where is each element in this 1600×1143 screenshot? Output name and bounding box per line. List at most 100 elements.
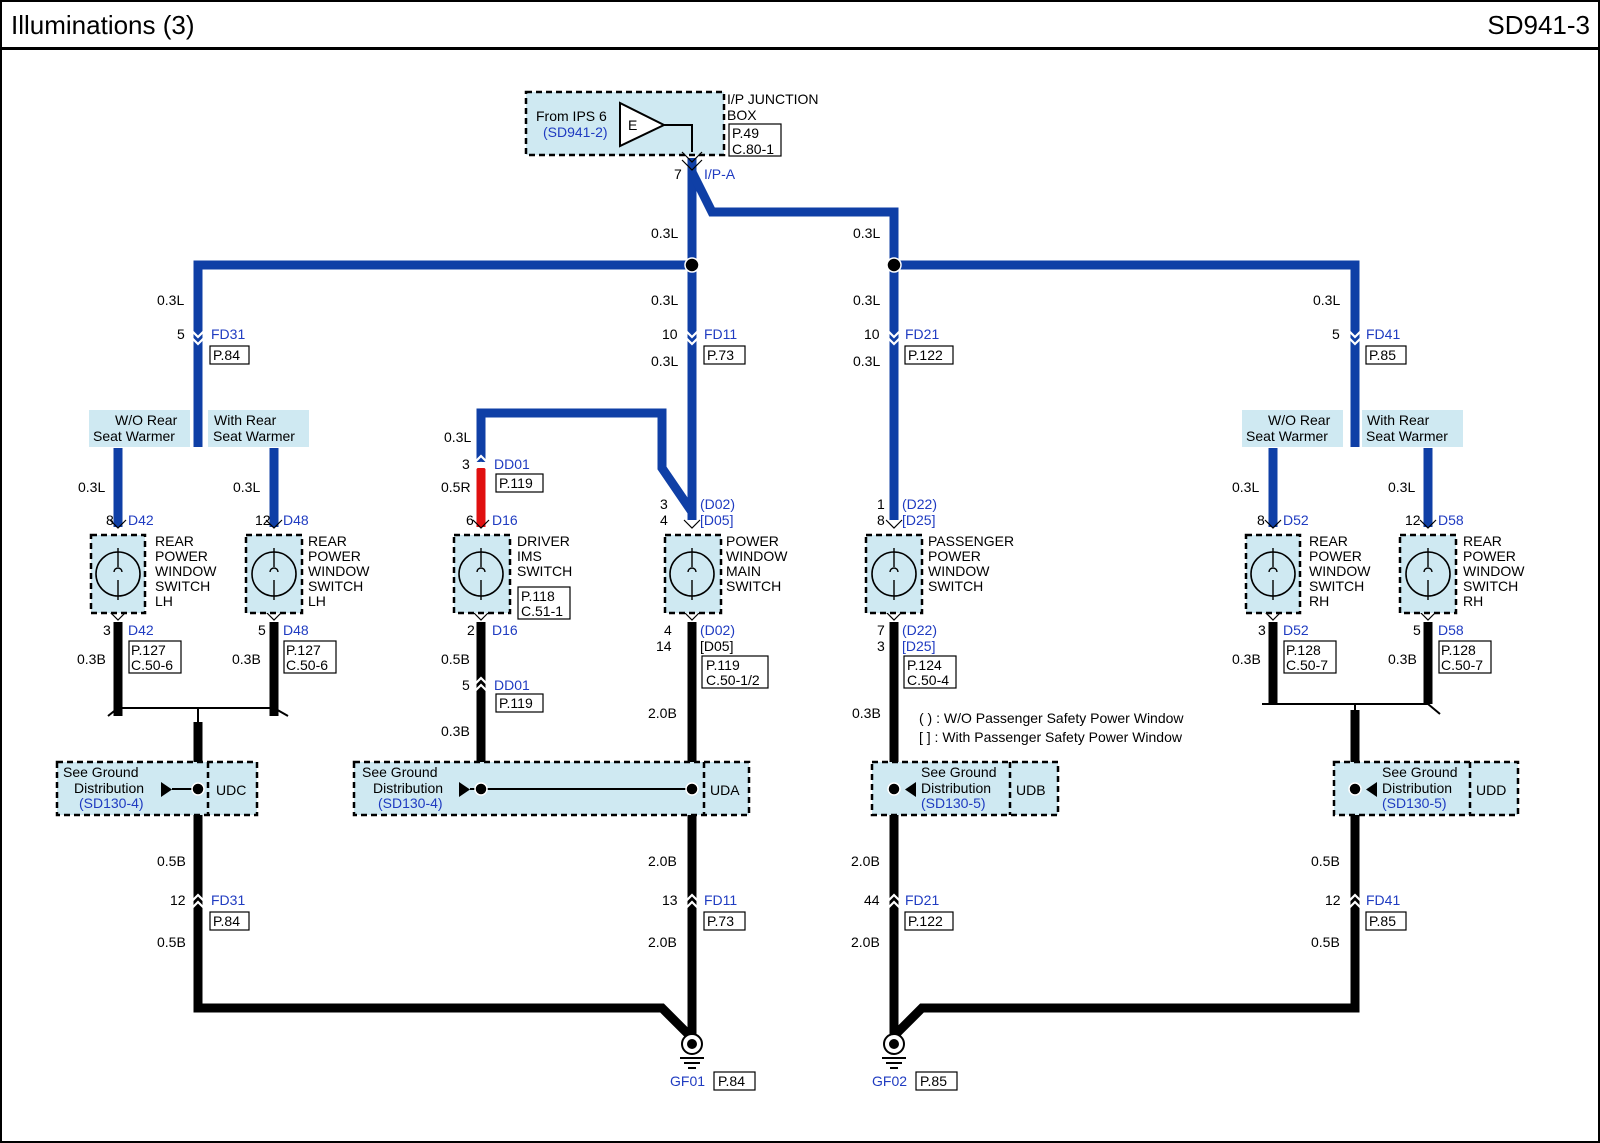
component-frame [1244,533,1302,615]
connector-fd21-bottom: 44 FD21 P.122 [864,892,954,931]
pin-number: 8 [877,512,885,528]
connector-fd21-top: 10 FD21 P.122 [864,326,954,365]
wire-label: 0.3B [232,651,261,667]
driver-ims-switch: 6 D16 DRIVER IMS SWITCH P.118 C.51-1 2 D… [452,512,572,638]
splice-dot [1348,782,1362,796]
wire-label: 2.0B [851,853,880,869]
chevron-down-icon [189,328,207,339]
connector-name: FD41 [1366,326,1400,342]
connector-fd11-bottom: 13 FD11 P.73 [662,892,746,931]
component-name: RH [1309,593,1329,609]
pin-number: 44 [864,892,880,908]
chevron-down-icon [885,611,903,621]
ref-box [903,655,957,689]
chevron-up-icon [472,461,490,472]
component-name: SWITCH [1463,578,1518,594]
component-name: DRIVER [517,533,570,549]
chevron-down-icon [1346,335,1364,346]
conn-ref: C.50-6 [286,657,328,673]
ground-gf01: GF01 P.84 [670,1033,756,1091]
wire-label: 0.3L [651,225,678,241]
option-box [1362,410,1463,447]
wire-label: 0.5B [441,651,470,667]
pin-number: 7 [877,622,885,638]
wire-label: 0.3L [157,292,184,308]
wire-label: 0.3L [853,353,880,369]
component-name: REAR [1463,533,1502,549]
component-name: WINDOW [308,563,370,579]
wire-label: 0.5B [157,934,186,950]
ground-code: UDA [710,782,740,798]
wire-label: 0.3L [651,292,678,308]
conn-ref: C.50-6 [131,657,173,673]
chevron-down-icon [683,328,701,339]
component-name: LH [308,593,326,609]
connector-name: FD11 [704,326,737,342]
page-ref: P.122 [908,347,943,363]
chevron-down-icon [265,611,283,621]
component-name: RH [1463,593,1483,609]
wire-right-branch [894,260,1360,447]
component-frame [1398,533,1458,615]
wire-left-branch [193,260,692,447]
ref-box [904,911,954,931]
connector-name: (D22) [902,622,937,638]
connector-name: FD31 [211,326,245,342]
component-name: WINDOW [1309,563,1371,579]
pin-number: 13 [662,892,678,908]
pin-number: 1 [877,496,885,512]
option-seat-warmer: Seat Warmer [1366,428,1448,444]
component-frame [89,533,147,615]
connector-name: [D05] [700,638,733,654]
page-ref: P.85 [920,1073,947,1089]
connector-name: FD31 [211,892,245,908]
connector-name: (D02) [700,622,735,638]
chevron-down-icon [189,335,207,346]
connector-dd01-bottom: 5 DD01 P.119 [462,677,544,713]
component-name: REAR [308,533,347,549]
ground-distribution-udd: See Ground Distribution (SD130-5) UDD [1332,760,1520,817]
ref-box [209,345,250,365]
component-name: REAR [1309,533,1348,549]
ip-internal-line [664,124,693,152]
diagram-code: SD941-3 [1487,10,1590,40]
component-name: SWITCH [1309,578,1364,594]
option-box [89,410,190,447]
pin-number: 12 [170,892,186,908]
note-paren: ( ) : W/O Passenger Safety Power Window [919,710,1184,726]
chevron-down-icon [683,611,701,621]
pin-number: 10 [864,326,880,342]
ground-ref: (SD130-5) [1382,795,1447,811]
component-name: IMS [517,548,542,564]
wire-right-trunk [687,169,899,520]
filament-icon [269,548,279,600]
page-ref: P.85 [1369,347,1396,363]
ground-name: GF02 [872,1073,907,1089]
page-ref: P.119 [499,475,533,491]
option-labels-left: W/O Rear Seat Warmer With Rear Seat Warm… [89,410,309,447]
pin-number: 3 [462,456,470,472]
pin-number: 12 [1405,512,1421,528]
component-name: PASSENGER [928,533,1014,549]
connector-dd01-top: 3 DD01 P.119 [462,456,544,493]
chevron-down-icon [1346,328,1364,339]
pin-number: 5 [1332,326,1340,342]
pin-number: 4 [660,512,668,528]
chevron-up-icon [189,893,207,904]
wire-label: 0.5B [157,853,186,869]
connector-name: FD21 [905,326,939,342]
chevron-up-icon [885,893,903,904]
connector-fd31-bottom: 12 FD31 P.84 [170,892,250,931]
connector-name: [D25] [902,638,935,654]
component-frame [244,533,304,615]
chevron-up-icon [683,900,701,911]
connector-name: D16 [492,512,518,528]
connector-name: [D05] [700,512,733,528]
pin-number: 3 [877,638,885,654]
pin-number: 8 [1257,512,1265,528]
connector-name: (D02) [700,496,735,512]
component-name: POWER [1309,548,1362,564]
ref-box [495,693,544,713]
connector-name: D48 [283,622,309,638]
